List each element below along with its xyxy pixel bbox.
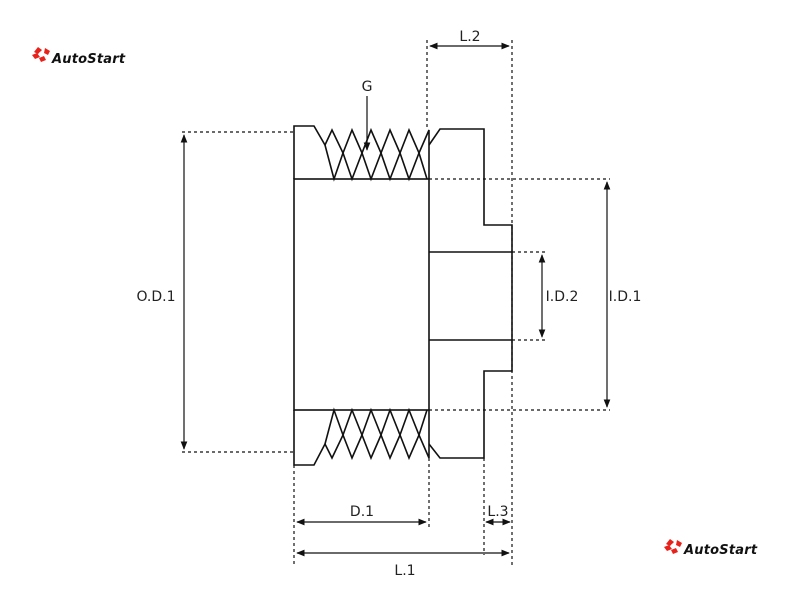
brand-name: AutoStart (683, 543, 758, 558)
bottom-hub-shoulder (428, 340, 513, 459)
label-l1: L.1 (394, 563, 415, 579)
label-groove: G (362, 79, 373, 95)
label-l2: L.2 (459, 29, 480, 45)
logo-bottom-right: AutoStart (664, 539, 758, 558)
top-hub-shoulder (428, 128, 513, 252)
label-id2: I.D.2 (546, 289, 579, 305)
label-d1: D.1 (350, 504, 374, 520)
logo-top-left: AutoStart (32, 47, 126, 67)
dimension-lines (180, 42, 611, 557)
bottom-groove-profile (293, 410, 430, 466)
label-od1: O.D.1 (136, 289, 175, 305)
brand-name: AutoStart (51, 52, 126, 67)
pulley-outline (293, 125, 513, 466)
label-id1: I.D.1 (609, 289, 642, 305)
bottom-groove-inner (324, 407, 428, 445)
pulley-body (293, 178, 430, 411)
autostart-logo-icon (32, 47, 50, 62)
label-l3: L.3 (487, 504, 508, 520)
top-groove-inner (324, 144, 428, 182)
autostart-logo-icon (664, 539, 682, 554)
extension-lines (182, 40, 610, 565)
